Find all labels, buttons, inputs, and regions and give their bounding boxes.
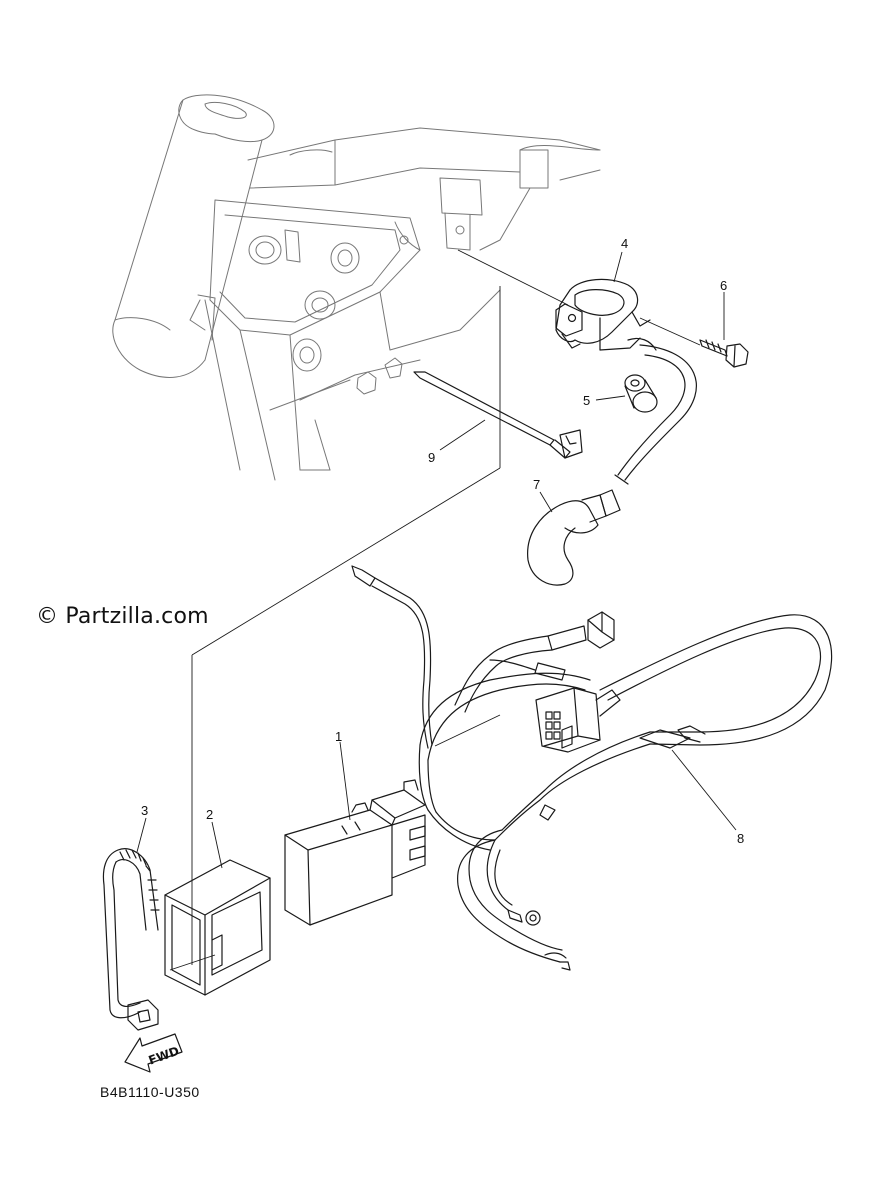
callout-1: 1 <box>335 729 342 744</box>
leader-lines <box>169 249 701 971</box>
wire-harness-drawing <box>351 565 833 971</box>
band-drawing <box>102 848 160 1031</box>
spark-plug-cap-drawing <box>527 489 621 586</box>
callout-4: 4 <box>621 236 628 251</box>
forward-arrow: FWD <box>124 1033 183 1073</box>
callout-3: 3 <box>141 803 148 818</box>
callout-leaders <box>136 251 737 869</box>
callout-2: 2 <box>206 807 213 822</box>
cdi-unit-drawing <box>284 779 426 926</box>
fwd-label: FWD <box>147 1044 181 1068</box>
grommet-drawing <box>624 374 658 413</box>
cdi-bracket-drawing <box>164 859 271 996</box>
bolt-drawing <box>699 339 749 368</box>
callout-7: 7 <box>533 477 540 492</box>
watermark: © Partzilla.com <box>36 604 209 629</box>
callout-5: 5 <box>583 393 590 408</box>
figure-code: B4B1110-U350 <box>100 1084 200 1100</box>
callout-6: 6 <box>720 278 727 293</box>
callout-9: 9 <box>428 450 435 465</box>
ground-lead-drawing <box>413 371 583 459</box>
callout-numbers: 1 2 3 4 5 6 7 8 9 <box>141 236 744 846</box>
frame-drawing <box>112 94 601 481</box>
callout-8: 8 <box>737 831 744 846</box>
ignition-coil-drawing <box>555 278 697 485</box>
